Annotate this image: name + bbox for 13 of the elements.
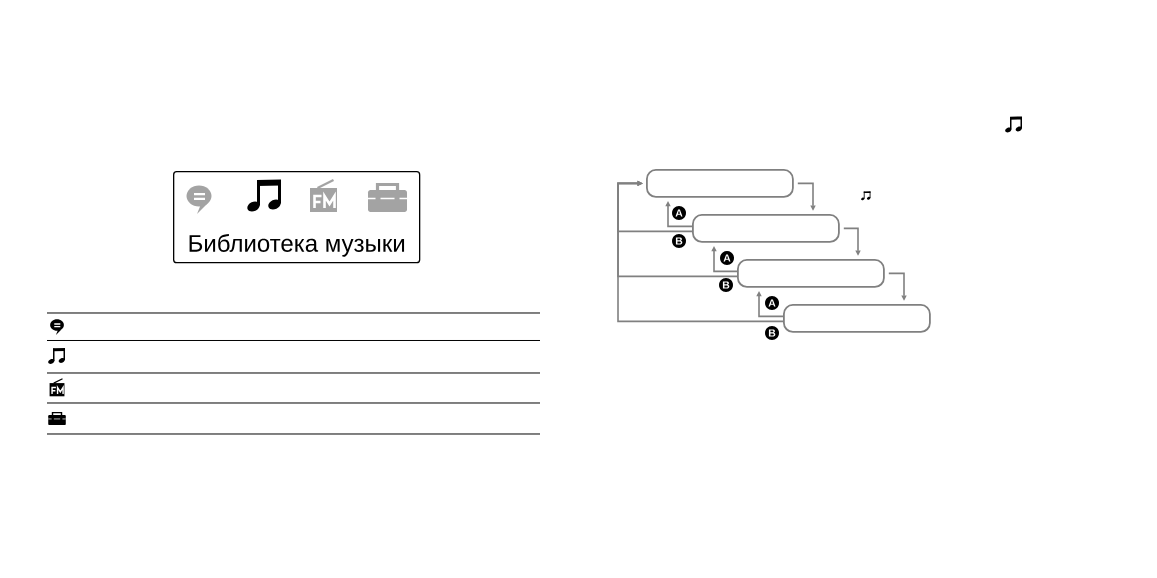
rounded-box [783, 304, 931, 333]
rounded-box [737, 259, 885, 288]
rounded-box [646, 169, 794, 198]
display-screen: Библиотека музыки [173, 171, 421, 264]
callout-letter: B [719, 278, 733, 292]
elbow-arrow [617, 180, 784, 323]
elbow-arrow [797, 182, 816, 211]
callout-letter: A [720, 251, 734, 265]
callout-letter: B [765, 326, 779, 340]
rounded-box [692, 214, 840, 243]
callout-letter: A [672, 206, 686, 220]
callout-letter: A [765, 296, 779, 310]
callout-letter: B [672, 234, 686, 248]
